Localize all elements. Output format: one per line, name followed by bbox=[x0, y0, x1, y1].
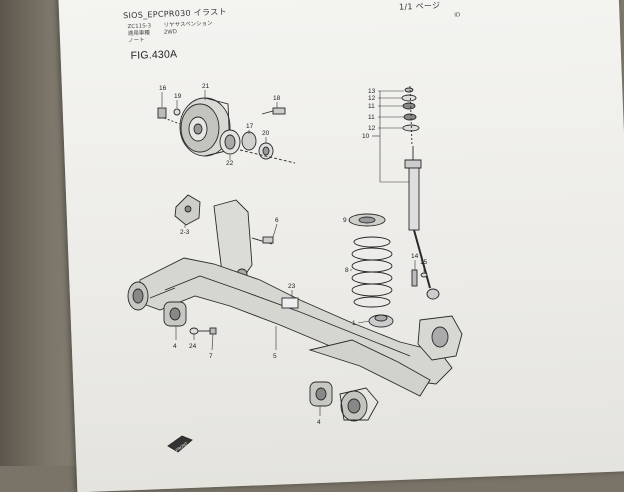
part-number-11-upper: 11 bbox=[368, 103, 375, 110]
part-number-12-lower: 12 bbox=[368, 125, 376, 132]
part-number-12-upper: 12 bbox=[368, 95, 376, 102]
front-direction-arrow-icon bbox=[167, 435, 193, 453]
part-number-9: 9 bbox=[343, 217, 347, 224]
bearing-parts bbox=[219, 129, 257, 155]
part-number-16: 16 bbox=[159, 85, 167, 92]
part-number-21: 21 bbox=[202, 83, 210, 90]
part-number-8: 8 bbox=[345, 267, 349, 274]
part-number-6: 6 bbox=[275, 217, 279, 224]
leader-lines bbox=[161, 90, 425, 416]
part-number-2-3: 2-3 bbox=[180, 229, 190, 236]
part-number-4-right: 4 bbox=[317, 419, 321, 426]
bump-stop-part bbox=[281, 297, 299, 309]
coil-spring-part bbox=[351, 236, 393, 308]
part-number-5: 5 bbox=[273, 353, 277, 360]
part-number-19: 19 bbox=[174, 93, 182, 100]
hub-bolt-parts bbox=[157, 107, 181, 125]
part-number-11-lower: 11 bbox=[368, 114, 375, 121]
part-number-1: 1 bbox=[352, 320, 356, 327]
shock-absorber-part bbox=[404, 146, 440, 300]
part-number-15: 15 bbox=[420, 259, 428, 266]
part-number-4-left: 4 bbox=[173, 343, 177, 350]
part-number-13: 13 bbox=[368, 88, 376, 95]
part-number-22: 22 bbox=[226, 160, 234, 167]
bolt-18-part bbox=[261, 107, 286, 115]
right-trailing-arm-part bbox=[308, 315, 463, 422]
part-number-14: 14 bbox=[411, 253, 419, 260]
shock-bolt-parts bbox=[411, 269, 428, 287]
lower-spring-seat-part bbox=[368, 314, 394, 328]
part-number-17: 17 bbox=[246, 123, 254, 130]
spring-seat-part bbox=[348, 213, 386, 227]
part-number-10: 10 bbox=[362, 133, 370, 140]
suspension-exploded-diagram: 16 19 21 18 17 20 22 2-3 6 23 13 12 11 1… bbox=[127, 83, 463, 453]
shock-mount-parts bbox=[401, 85, 420, 147]
brake-drum-part bbox=[179, 97, 231, 157]
bracket-part bbox=[174, 194, 201, 226]
part-number-18: 18 bbox=[273, 95, 281, 102]
bushing-parts bbox=[163, 301, 333, 407]
part-number-24: 24 bbox=[189, 343, 197, 350]
part-number-20: 20 bbox=[262, 130, 270, 137]
part-number-7: 7 bbox=[209, 353, 213, 360]
axle-bolt-parts bbox=[189, 327, 217, 335]
part-number-23: 23 bbox=[288, 283, 296, 290]
